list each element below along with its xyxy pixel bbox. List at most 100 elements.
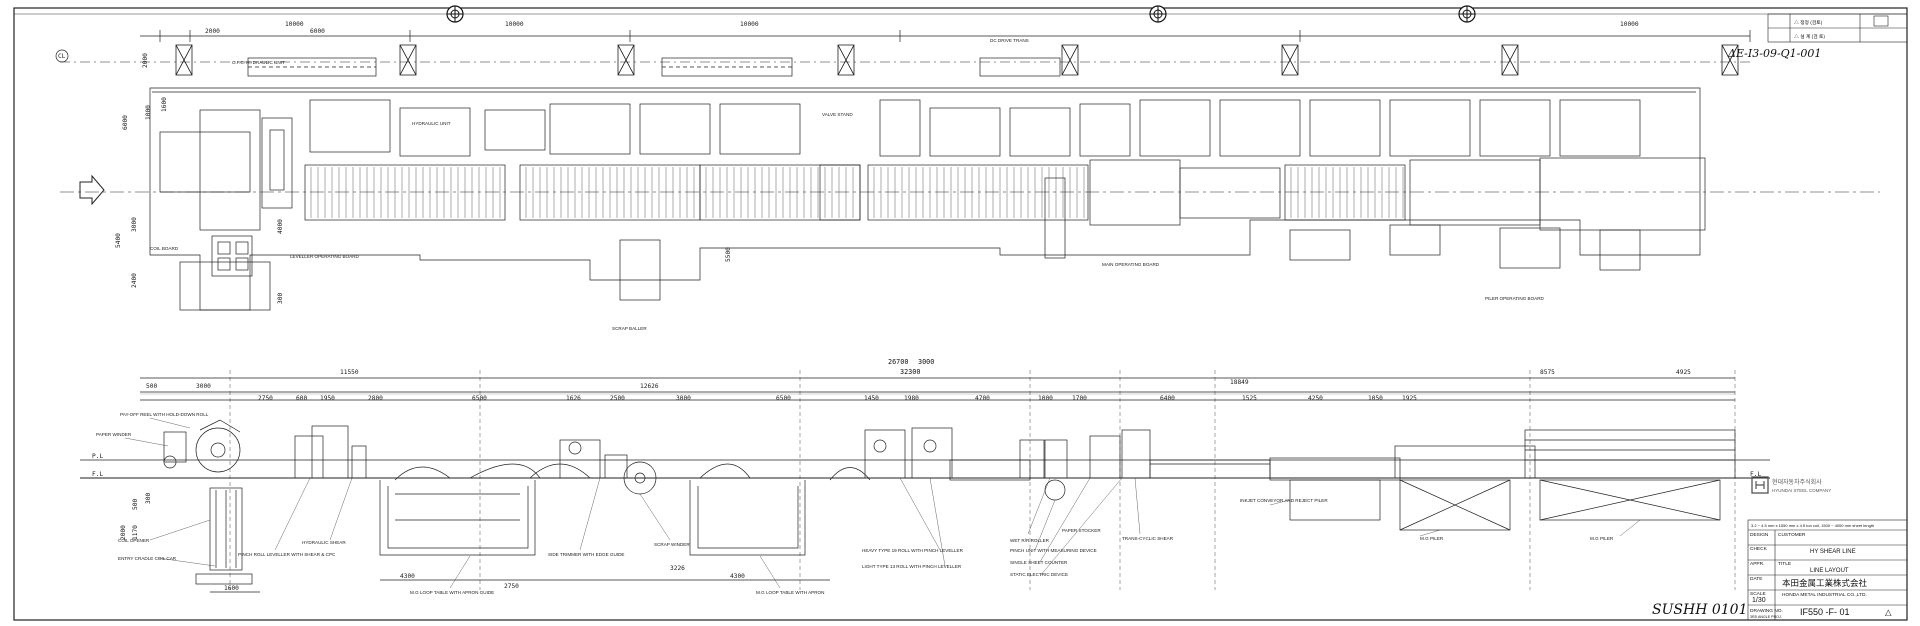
logo-name-en: HYUNDAI STEEL COMPANY [1772, 488, 1831, 493]
elev-left-dim: 300 [145, 493, 152, 504]
label-paper-stocker: PAPER STOCKER [1062, 528, 1101, 533]
label-paper-winder: PAPER WINDER [96, 432, 132, 437]
elev-dim-r2: 3000 [676, 395, 691, 402]
label-scrap-baller: SCRAP BALLER [612, 326, 647, 331]
elev-dim-r2: 6400 [1160, 395, 1175, 402]
elev-dim-r1: 8575 [1540, 369, 1555, 376]
elev-overall-dim: 3000 [918, 358, 934, 366]
label-hydraulic-shear: HYDRAULIC SHEAR [302, 540, 346, 545]
label-dc-crane: DC DRIVE TRANS [990, 38, 1029, 43]
plan-top-dim: 6000 [310, 28, 325, 35]
sheet-border [13, 7, 1908, 621]
revision-row: △ 정정 (검토) [1794, 19, 1823, 26]
hyundai-logo [1751, 476, 1769, 494]
title-spec: 3.2 ~ 4.5 mm x 1550 mm x 4.5 ton coil, 1… [1751, 523, 1874, 528]
label-entry-cradle: ENTRY CRADLE COIL CAR [118, 556, 177, 561]
label-loop-table-2: M.G LOOP TABLE WITH APRON [756, 590, 824, 595]
title-field: CHECK [1750, 546, 1768, 552]
title-projection: 3RD ANGLE PROJ. [1750, 615, 1782, 619]
elev-dim-r2: 4700 [975, 395, 990, 402]
elev-dim-r2: 2800 [368, 395, 383, 402]
elev-left-dim: 1170 [132, 525, 139, 540]
elev-overall-dim: 32300 [900, 368, 920, 376]
label-scrap-winder: SCRAP WINDER [654, 542, 690, 547]
title-field: DRAWING NO. [1750, 608, 1783, 614]
label-conveyor: INKJET CONVEYOR AND REJECT PILER [1240, 498, 1328, 503]
elev-overall-dim: 26700 [888, 358, 908, 366]
title-field: DESIGN [1750, 532, 1769, 538]
title-field: CUSTOMER [1778, 532, 1806, 538]
elev-dim-r1: 18849 [1230, 379, 1249, 386]
elev-dim-r1: 500 [146, 383, 157, 390]
revision-block [1767, 13, 1908, 43]
elev-dim-r2: 1626 [566, 395, 581, 402]
plan-left-dim: 2000 [142, 53, 149, 68]
label-coil-board: COIL BOARD [150, 246, 179, 251]
label-payoff: PAY-OFF REEL WITH HOLD-DOWN ROLL [120, 412, 209, 417]
elev-dim-r2: 2750 [258, 395, 273, 402]
logo-name-kr: 현대자동차주식회사 [1772, 478, 1822, 486]
plan-vertical-dim: 4000 [277, 219, 284, 234]
level-fl-right: F.L [1750, 471, 1761, 478]
label-wet-roller: WET R/R ROLLER [1010, 538, 1050, 543]
plan-top-dim: 10000 [285, 21, 304, 28]
elev-dim-r1: 6500 [776, 395, 791, 402]
revision-row: △ 설 계 (검 토) [1794, 33, 1825, 40]
plan-left-dim: 5400 [115, 233, 122, 248]
handwritten-code-top: ΔE-I3-09-Q1-001 [1727, 47, 1821, 60]
plan-left-dim: 3000 [131, 217, 138, 232]
elev-dim-r1: 12626 [640, 383, 659, 390]
elev-dim-r2: 1700 [1072, 395, 1087, 402]
title-field: TITLE [1778, 561, 1791, 567]
level-pl: P.L [92, 453, 103, 460]
label-pinch-leveller: PINCH ROLL LEVELLER WITH SHEAR & CPC [238, 552, 336, 557]
plan-left-dim: 1600 [161, 97, 168, 112]
title-line-name: HY SHEAR LINE [1810, 549, 1856, 555]
title-drawing-no: IF550 -F- 01 [1800, 607, 1850, 617]
register-mark-1 [446, 5, 464, 23]
handwritten-code-bottom: SUSHH 0101 [1652, 602, 1747, 618]
plan-left-dim: 6000 [122, 115, 129, 130]
elev-dim-r2: 4250 [1308, 395, 1323, 402]
elev-dim-r2: 1000 [1038, 395, 1053, 402]
elev-dim-bottom: 1600 [224, 585, 239, 592]
title-company-jp: 本田金属工業株式会社 [1782, 578, 1868, 588]
elev-dim-bottom: 2750 [504, 583, 519, 590]
elev-dim-r2: 1980 [904, 395, 919, 402]
label-coil-opener: COIL OPENER [118, 538, 150, 543]
elev-left-dim: 500 [132, 499, 139, 510]
elev-dim-r1: 11550 [340, 369, 359, 376]
title-field: DATE [1750, 576, 1762, 582]
elev-dim-r2: 1525 [1242, 395, 1257, 402]
plan-hatch [310, 167, 1404, 218]
plan-top-dim: 10000 [1620, 21, 1639, 28]
plan-left-dim: 2400 [131, 273, 138, 288]
title-scale: 1/30 [1752, 597, 1766, 604]
register-mark-3 [1458, 5, 1476, 23]
register-mark-2 [1149, 5, 1167, 23]
label-hydraulic-unit: HYDRAULIC UNIT [412, 121, 451, 126]
plan-top-dim: 10000 [740, 21, 759, 28]
label-flying-shear: TRANS-CYCLIC SHEAR [1122, 536, 1174, 541]
plan-left-dim: 300 [277, 293, 284, 304]
elev-dim-r2: 1450 [864, 395, 879, 402]
elev-dim-r2: 6500 [472, 395, 487, 402]
label-heavy-leveller: HEAVY TYPE 19 ROLL WITH PINCH LEVELLER [862, 548, 964, 553]
label-pinch-unit: PINCH UNIT WITH MEASURING DEVICE [1010, 548, 1097, 553]
label-static-device: STATIC ELECTRIC DEVICE [1010, 572, 1068, 577]
label-piler-board: PILER OPERATING BOARD [1485, 296, 1545, 301]
label-piler-1: M.G PILER [1420, 536, 1444, 541]
plan-axis-marker: CL [58, 53, 66, 60]
title-field: SCALE [1750, 591, 1766, 597]
elev-dim-r2: 1950 [320, 395, 335, 402]
elev-left-dim: 2000 [120, 525, 127, 540]
label-side-trimmer: SIDE TRIMMER WITH EDGE GUIDE [548, 552, 624, 557]
title-company-en: HONDA METAL INDUSTRIAL CO.,LTD. [1782, 592, 1867, 598]
label-hydraulic-unit-top: C.P.C. HYDRAULIC UNIT [232, 60, 285, 65]
elev-dim-bottom: 3226 [670, 565, 685, 572]
elev-dim-r2: 1925 [1402, 395, 1417, 402]
label-leveller-board: LEVELLER OPERATING BOARD [290, 254, 360, 259]
elev-dim-r1: 3000 [196, 383, 211, 390]
elev-dim-r1: 4925 [1676, 369, 1691, 376]
